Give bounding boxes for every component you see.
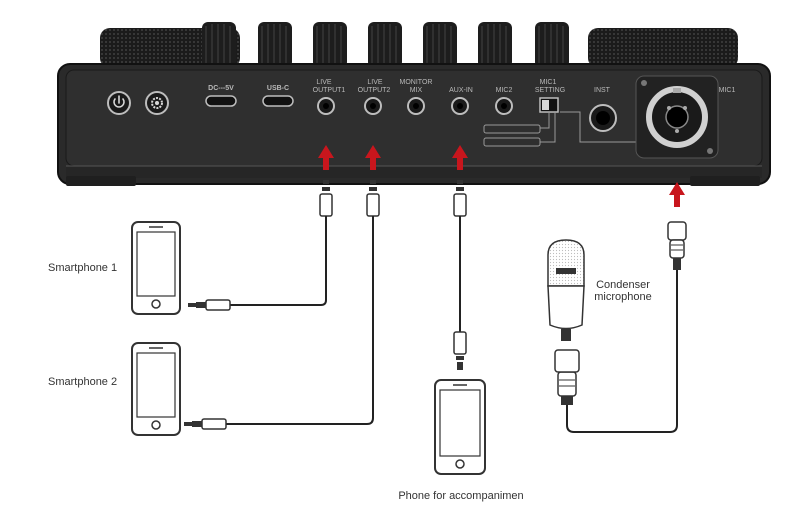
- plug-top-1: [319, 180, 333, 217]
- power-icon: [113, 95, 125, 108]
- accompaniment-phone-icon: [434, 379, 486, 475]
- dc-port-label: DC---5V: [208, 85, 234, 92]
- microphone-label: microphone: [594, 291, 651, 303]
- live-output1-label-2: OUTPUT1: [313, 87, 346, 94]
- knob-6: [478, 22, 512, 68]
- phone-accompaniment-label: Phone for accompanimen: [398, 490, 523, 502]
- live-output2-jack[interactable]: [364, 97, 382, 115]
- screw-bottom-right: [707, 148, 713, 154]
- condenser-label: Condenser: [596, 279, 650, 291]
- arrows: [318, 145, 685, 207]
- plug-phone-2: [184, 418, 227, 430]
- right-speaker-grill: [588, 28, 738, 68]
- mic1-setting-label-2: SETTING: [535, 87, 565, 94]
- knob-4: [368, 22, 402, 68]
- knob-5: [423, 22, 457, 68]
- settings-button[interactable]: [145, 91, 169, 115]
- mic1-label: MIC1: [719, 87, 736, 94]
- arrow-up-aux-in: [452, 145, 468, 170]
- combo-callout-line: [560, 111, 636, 143]
- knob-row: [202, 22, 569, 68]
- switch-callout: [483, 112, 556, 147]
- cable-xlr: [554, 221, 687, 433]
- dc-port[interactable]: [205, 95, 237, 107]
- xlr-plug-bottom: [554, 349, 580, 405]
- mic1-xlr-combo-jack[interactable]: [635, 75, 719, 159]
- gear-icon: [151, 97, 163, 109]
- live-output1-label: LIVE: [316, 79, 332, 86]
- cable-smartphone-2: [184, 180, 380, 430]
- plug-top-3: [453, 180, 467, 217]
- plug-phone-1: [188, 299, 231, 311]
- smartphone-2-label: Smartphone 2: [48, 376, 117, 388]
- monitor-mix-jack[interactable]: [407, 97, 425, 115]
- mixer-device: DC---5V USB-C LIVE OUTPUT1 LIVE OUTPUT2 …: [57, 63, 771, 186]
- power-button[interactable]: [107, 91, 131, 115]
- mic2-label: MIC2: [496, 87, 513, 94]
- smartphone-2-icon: [131, 342, 181, 436]
- aux-in-label: AUX-IN: [449, 87, 473, 94]
- device-base: [66, 166, 762, 178]
- monitor-mix-label: MONITOR: [400, 79, 433, 86]
- mic1-setting-label: MIC1: [540, 79, 557, 86]
- mic1-setting-switch[interactable]: [539, 97, 559, 113]
- live-output1-jack[interactable]: [317, 97, 335, 115]
- arrow-up-live-output1: [318, 145, 334, 170]
- plug-top-2: [366, 180, 380, 217]
- knob-7: [535, 22, 569, 68]
- arrow-up-live-output2: [365, 145, 381, 170]
- arrow-up-mic1: [669, 182, 685, 207]
- xlr-plug-top: [667, 221, 687, 270]
- knob-1: [202, 22, 236, 68]
- plug-phone-3: [453, 331, 467, 370]
- top-controls: [100, 22, 738, 68]
- screw-top-left: [641, 80, 647, 86]
- monitor-mix-label-2: MIX: [410, 87, 423, 94]
- condenser-microphone: [547, 239, 585, 341]
- cable-accompaniment: [453, 180, 467, 370]
- knob-3: [313, 22, 347, 68]
- cable-smartphone-1: [188, 180, 333, 311]
- inst-label: INST: [594, 87, 611, 94]
- mic2-jack[interactable]: [495, 97, 513, 115]
- inst-jack[interactable]: [589, 104, 617, 132]
- live-output2-label: LIVE: [367, 79, 383, 86]
- usbc-port[interactable]: [262, 95, 294, 107]
- left-foot: [66, 176, 136, 186]
- right-foot: [690, 176, 760, 186]
- knob-2: [258, 22, 292, 68]
- smartphone-1-label: Smartphone 1: [48, 262, 117, 274]
- smartphone-1-icon: [131, 221, 181, 315]
- live-output2-label-2: OUTPUT2: [358, 87, 391, 94]
- usbc-port-label: USB-C: [267, 85, 289, 92]
- aux-in-jack[interactable]: [451, 97, 469, 115]
